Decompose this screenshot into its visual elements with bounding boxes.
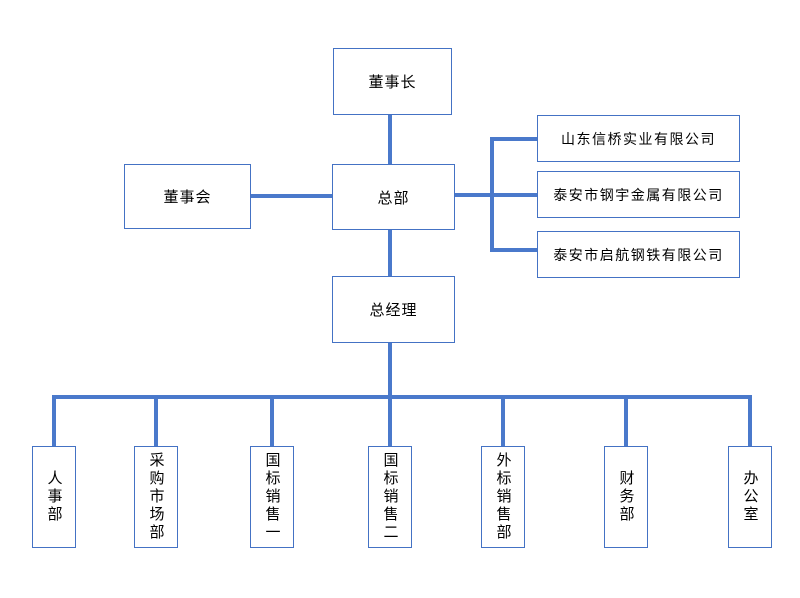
- department-label: 采购市场部: [147, 452, 165, 542]
- subsidiary-label: 泰安市钢宇金属有限公司: [553, 186, 724, 203]
- node-chairman-label: 董事长: [368, 74, 417, 91]
- node-headquarters-label: 总部: [377, 189, 410, 207]
- connector-chairman-headquarters: [388, 115, 392, 164]
- node-department-guobiaoxiaoshou-2[interactable]: 国标销售二: [368, 446, 412, 548]
- connector-branch-subsidiary-1: [490, 137, 537, 141]
- node-subsidiary-taian-gangyu[interactable]: 泰安市钢宇金属有限公司: [537, 171, 740, 218]
- node-chairman[interactable]: 董事长: [333, 48, 452, 115]
- department-label: 办公室: [741, 470, 759, 524]
- node-board-of-directors[interactable]: 董事会: [124, 164, 251, 229]
- connector-drop-waibiaoxiaoshoubu: [501, 395, 505, 446]
- node-department-caigoushichangbu[interactable]: 采购市场部: [134, 446, 178, 548]
- connector-drop-renshibu: [52, 395, 56, 446]
- node-general-manager-label: 总经理: [369, 302, 418, 319]
- department-label: 外标销售部: [494, 452, 512, 542]
- department-label: 人事部: [45, 470, 63, 524]
- connector-drop-caiwubu: [624, 395, 628, 446]
- subsidiary-label: 山东信桥实业有限公司: [561, 130, 716, 147]
- department-label: 国标销售一: [263, 452, 281, 542]
- node-department-bangongshi[interactable]: 办公室: [728, 446, 772, 548]
- connector-general-manager-departments: [388, 343, 392, 446]
- node-subsidiary-taian-qihang[interactable]: 泰安市启航钢铁有限公司: [537, 231, 740, 278]
- node-subsidiary-shandong-xinqiao[interactable]: 山东信桥实业有限公司: [537, 115, 740, 162]
- node-department-waibiaoxiaoshoubu[interactable]: 外标销售部: [481, 446, 525, 548]
- department-label: 财务部: [617, 470, 635, 524]
- node-general-manager[interactable]: 总经理: [332, 276, 455, 343]
- connector-headquarters-general-manager: [388, 230, 392, 276]
- connector-drop-caigoushichangbu: [154, 395, 158, 446]
- connector-board-headquarters: [251, 194, 332, 198]
- department-label: 国标销售二: [381, 452, 399, 542]
- connector-drop-guobiaoxiaoshou1: [270, 395, 274, 446]
- connector-subsidiaries-branch-vertical: [490, 137, 494, 252]
- connector-departments-bus: [52, 395, 752, 399]
- node-headquarters[interactable]: 总部: [332, 164, 455, 230]
- node-department-caiwubu[interactable]: 财务部: [604, 446, 648, 548]
- subsidiary-label: 泰安市启航钢铁有限公司: [553, 246, 724, 263]
- connector-branch-subsidiary-3: [490, 248, 537, 252]
- node-department-renshibu[interactable]: 人事部: [32, 446, 76, 548]
- node-department-guobiaoxiaoshou-1[interactable]: 国标销售一: [250, 446, 294, 548]
- node-board-label: 董事会: [163, 189, 212, 206]
- connector-headquarters-subsidiaries: [455, 193, 537, 197]
- connector-drop-bangongshi: [748, 395, 752, 446]
